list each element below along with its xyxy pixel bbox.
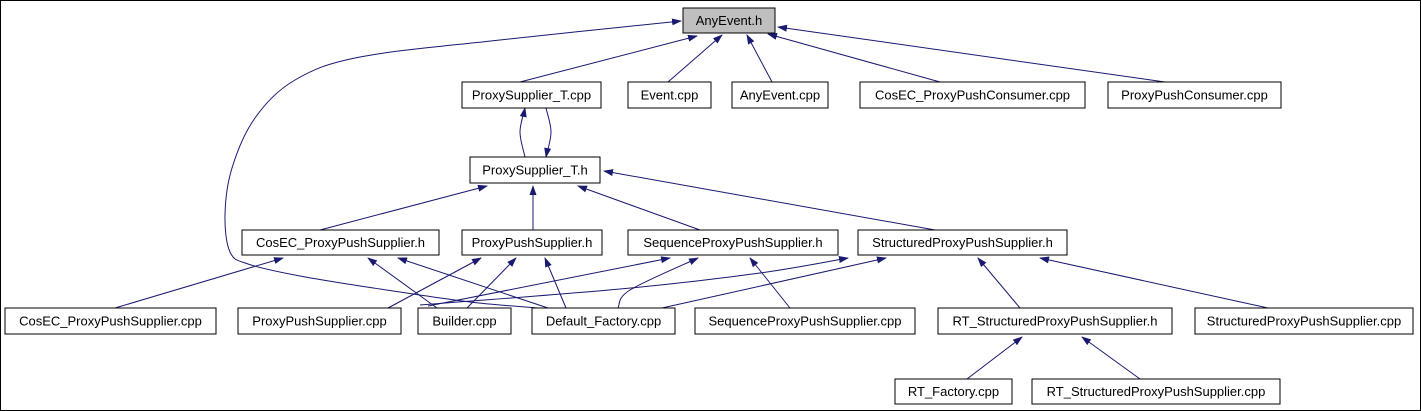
node-sequenceproxypushsupplier-h[interactable]: SequenceProxyPushSupplier.h <box>627 229 839 256</box>
node-label-default-factory-cpp: Default_Factory.cpp <box>546 314 661 329</box>
node-box-rt-structuredproxypushsupplier-h[interactable] <box>937 307 1173 335</box>
node-label-builder-cpp: Builder.cpp <box>432 314 496 329</box>
node-label-cosec-proxypushconsumer-cpp: CosEC_ProxyPushConsumer.cpp <box>875 88 1070 103</box>
node-box-sequenceproxypushsupplier-cpp[interactable] <box>694 307 916 335</box>
node-structuredproxypushsupplier-cpp[interactable]: StructuredProxyPushSupplier.cpp <box>1194 307 1414 335</box>
include-edge-builder-cpp-to-cosec-proxypushsupplier-h <box>367 257 438 309</box>
include-edge-cosec-proxypushsupplier-h-to-proxysupplier-t-h <box>319 184 488 231</box>
include-edge-structuredproxypushsupplier-cpp-to-structuredproxypushsupplier-h <box>1039 256 1269 309</box>
node-box-structuredproxypushsupplier-cpp[interactable] <box>1194 307 1414 335</box>
include-edge-proxysupplier-t-cpp-to-anyevent-h <box>519 34 698 83</box>
node-box-proxypushsupplier-cpp[interactable] <box>237 307 402 335</box>
node-structuredproxypushsupplier-h[interactable]: StructuredProxyPushSupplier.h <box>857 229 1068 256</box>
node-label-event-cpp: Event.cpp <box>641 88 699 103</box>
node-label-rt-structuredproxypushsupplier-cpp: RT_StructuredProxyPushSupplier.cpp <box>1047 384 1266 399</box>
include-edge-sequenceproxypushsupplier-cpp-to-sequenceproxypushsupplier-h <box>749 257 791 309</box>
include-edge-builder-cpp-to-structuredproxypushsupplier-h <box>419 256 849 306</box>
include-edge-builder-cpp-to-proxypushsupplier-h <box>466 257 517 309</box>
include-edge-default-factory-cpp-to-structuredproxypushsupplier-h <box>661 256 887 309</box>
node-label-proxysupplier-t-cpp: ProxySupplier_T.cpp <box>472 88 591 103</box>
include-edge-anyevent-cpp-to-anyevent-h <box>746 34 773 83</box>
include-edge-default-factory-cpp-to-proxypushsupplier-h <box>544 257 567 309</box>
node-label-anyevent-h: AnyEvent.h <box>696 13 763 28</box>
node-label-proxysupplier-t-h: ProxySupplier_T.h <box>482 163 588 178</box>
node-box-proxysupplier-t-h[interactable] <box>469 156 601 184</box>
node-box-rt-structuredproxypushsupplier-cpp[interactable] <box>1031 378 1281 405</box>
node-label-proxypushconsumer-cpp: ProxyPushConsumer.cpp <box>1121 88 1268 103</box>
include-edge-rt-structuredproxypushsupplier-cpp-to-rt-structuredproxypushsupplier-h <box>1081 336 1141 380</box>
node-box-rt-factory-cpp[interactable] <box>894 378 1013 405</box>
node-event-cpp[interactable]: Event.cpp <box>627 81 712 109</box>
node-label-cosec-proxypushsupplier-cpp: CosEC_ProxyPushSupplier.cpp <box>19 314 202 329</box>
include-edge-structuredproxypushsupplier-h-to-proxysupplier-t-h <box>603 169 936 231</box>
include-edge-rt-factory-cpp-to-rt-structuredproxypushsupplier-h <box>966 336 1023 380</box>
node-proxysupplier-t-h[interactable]: ProxySupplier_T.h <box>469 156 601 184</box>
node-label-rt-structuredproxypushsupplier-h: RT_StructuredProxyPushSupplier.h <box>953 314 1158 329</box>
node-label-anyevent-cpp: AnyEvent.cpp <box>740 88 820 103</box>
node-box-proxysupplier-t-cpp[interactable] <box>461 81 602 109</box>
node-box-proxypushsupplier-h[interactable] <box>461 229 603 256</box>
node-cosec-proxypushsupplier-h[interactable]: CosEC_ProxyPushSupplier.h <box>241 229 440 256</box>
node-label-sequenceproxypushsupplier-cpp: SequenceProxyPushSupplier.cpp <box>709 314 902 329</box>
include-edge-builder-cpp-to-sequenceproxypushsupplier-h <box>427 256 671 307</box>
node-box-builder-cpp[interactable] <box>417 307 512 335</box>
node-proxypushsupplier-cpp[interactable]: ProxyPushSupplier.cpp <box>237 307 402 335</box>
include-edge-rt-structuredproxypushsupplier-h-to-structuredproxypushsupplier-h <box>977 257 1021 309</box>
node-box-default-factory-cpp[interactable] <box>531 307 676 335</box>
node-label-structuredproxypushsupplier-h: StructuredProxyPushSupplier.h <box>872 235 1053 250</box>
node-sequenceproxypushsupplier-cpp[interactable]: SequenceProxyPushSupplier.cpp <box>694 307 916 335</box>
node-default-factory-cpp[interactable]: Default_Factory.cpp <box>531 307 676 335</box>
node-cosec-proxypushsupplier-cpp[interactable]: CosEC_ProxyPushSupplier.cpp <box>4 307 217 335</box>
include-edge-proxysupplier-t-cpp-to-proxysupplier-t-h <box>544 107 552 158</box>
node-builder-cpp[interactable]: Builder.cpp <box>417 307 512 335</box>
node-anyevent-h: AnyEvent.h <box>682 7 776 34</box>
node-label-structuredproxypushsupplier-cpp: StructuredProxyPushSupplier.cpp <box>1207 314 1401 329</box>
node-proxysupplier-t-cpp[interactable]: ProxySupplier_T.cpp <box>461 81 602 109</box>
node-box-event-cpp[interactable] <box>627 81 712 109</box>
include-edge-proxypushsupplier-cpp-to-proxypushsupplier-h <box>387 257 482 309</box>
node-rt-structuredproxypushsupplier-cpp[interactable]: RT_StructuredProxyPushSupplier.cpp <box>1031 378 1281 405</box>
include-edge-default-factory-cpp-to-cosec-proxypushsupplier-h <box>397 257 549 309</box>
node-box-cosec-proxypushconsumer-cpp[interactable] <box>859 81 1086 109</box>
include-edge-proxysupplier-t-h-to-proxysupplier-t-cpp <box>519 107 527 158</box>
node-label-proxypushsupplier-h: ProxyPushSupplier.h <box>472 235 593 250</box>
node-label-cosec-proxypushsupplier-h: CosEC_ProxyPushSupplier.h <box>256 235 425 250</box>
node-proxypushsupplier-h[interactable]: ProxyPushSupplier.h <box>461 229 603 256</box>
node-anyevent-cpp[interactable]: AnyEvent.cpp <box>731 81 829 109</box>
edges-layer <box>114 18 1269 380</box>
node-box-cosec-proxypushsupplier-cpp[interactable] <box>4 307 217 335</box>
node-box-anyevent-cpp[interactable] <box>731 81 829 109</box>
include-edge-cosec-proxypushsupplier-cpp-to-cosec-proxypushsupplier-h <box>114 257 284 309</box>
include-edge-sequenceproxypushsupplier-h-to-proxysupplier-t-h <box>577 185 701 231</box>
node-rt-factory-cpp[interactable]: RT_Factory.cpp <box>894 378 1013 405</box>
node-box-anyevent-h <box>682 7 776 34</box>
include-edge-default-factory-cpp-to-anyevent-h <box>224 18 682 309</box>
include-edge-proxypushconsumer-cpp-to-anyevent-h <box>777 24 1166 83</box>
node-box-cosec-proxypushsupplier-h[interactable] <box>241 229 440 256</box>
node-cosec-proxypushconsumer-cpp[interactable]: CosEC_ProxyPushConsumer.cpp <box>859 81 1086 109</box>
node-box-structuredproxypushsupplier-h[interactable] <box>857 229 1068 256</box>
node-box-proxypushconsumer-cpp[interactable] <box>1107 81 1282 109</box>
include-edge-cosec-proxypushconsumer-cpp-to-anyevent-h <box>767 33 941 83</box>
node-proxypushconsumer-cpp[interactable]: ProxyPushConsumer.cpp <box>1107 81 1282 109</box>
node-rt-structuredproxypushsupplier-h[interactable]: RT_StructuredProxyPushSupplier.h <box>937 307 1173 335</box>
node-label-rt-factory-cpp: RT_Factory.cpp <box>908 384 999 399</box>
include-edge-default-factory-cpp-to-sequenceproxypushsupplier-h <box>617 257 699 309</box>
node-box-sequenceproxypushsupplier-h[interactable] <box>627 229 839 256</box>
node-label-sequenceproxypushsupplier-h: SequenceProxyPushSupplier.h <box>643 235 822 250</box>
include-edge-event-cpp-to-anyevent-h <box>667 34 723 83</box>
node-label-proxypushsupplier-cpp: ProxyPushSupplier.cpp <box>252 314 386 329</box>
